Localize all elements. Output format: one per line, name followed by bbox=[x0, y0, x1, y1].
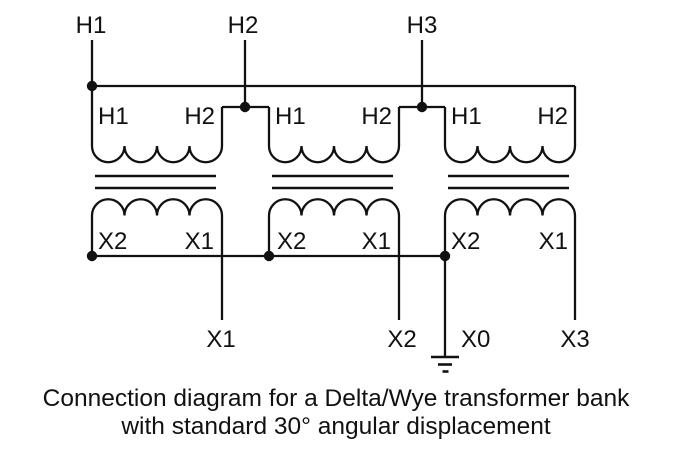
h2-junction-dot bbox=[239, 101, 251, 113]
earth-ground-icon bbox=[431, 355, 459, 373]
t2-x2-junction-dot bbox=[263, 250, 275, 262]
t1-secondary-x1-label: X1 bbox=[185, 228, 214, 255]
lead-x0-label: X0 bbox=[461, 326, 490, 353]
supply-terminal-h1-label: H1 bbox=[76, 12, 107, 39]
caption-line-1: Connection diagram for a Delta/Wye trans… bbox=[43, 385, 630, 412]
t3-secondary-x1-label: X1 bbox=[539, 228, 568, 255]
t3-secondary-winding bbox=[443, 198, 577, 320]
lead-x2-label: X2 bbox=[387, 326, 416, 353]
t3-secondary-x2-label: X2 bbox=[451, 228, 480, 255]
t2-secondary-x2-label: X2 bbox=[277, 228, 306, 255]
t1-primary-winding bbox=[90, 86, 224, 164]
t3-x2-junction-dot bbox=[439, 250, 451, 262]
lead-x3-label: X3 bbox=[560, 326, 589, 353]
t1-core-lines bbox=[95, 174, 216, 190]
supply-terminal-h2-label: H2 bbox=[228, 12, 259, 39]
t1-secondary-winding bbox=[90, 198, 224, 320]
t2-primary-winding bbox=[267, 107, 401, 164]
t1-x2-junction-dot bbox=[86, 250, 98, 262]
t2-core-lines bbox=[272, 174, 393, 190]
h3-junction-dot bbox=[416, 101, 428, 113]
supply-terminal-h3-label: H3 bbox=[407, 12, 438, 39]
t1-primary-h2-label: H2 bbox=[184, 103, 215, 130]
t3-primary-h2-label: H2 bbox=[537, 103, 568, 130]
t3-primary-winding bbox=[443, 86, 577, 164]
t2-primary-h1-label: H1 bbox=[275, 103, 306, 130]
caption-line-2: with standard 30° angular displacement bbox=[120, 413, 550, 440]
t3-core-lines bbox=[448, 174, 569, 190]
t2-secondary-x1-label: X1 bbox=[362, 228, 391, 255]
t2-primary-h2-label: H2 bbox=[361, 103, 392, 130]
t3-primary-h1-label: H1 bbox=[451, 103, 482, 130]
t1-primary-h1-label: H1 bbox=[98, 103, 129, 130]
t1-secondary-x2-label: X2 bbox=[98, 228, 127, 255]
t2-secondary-winding bbox=[267, 198, 401, 320]
h1-junction-dot bbox=[86, 80, 98, 92]
lead-x1-label: X1 bbox=[206, 326, 235, 353]
